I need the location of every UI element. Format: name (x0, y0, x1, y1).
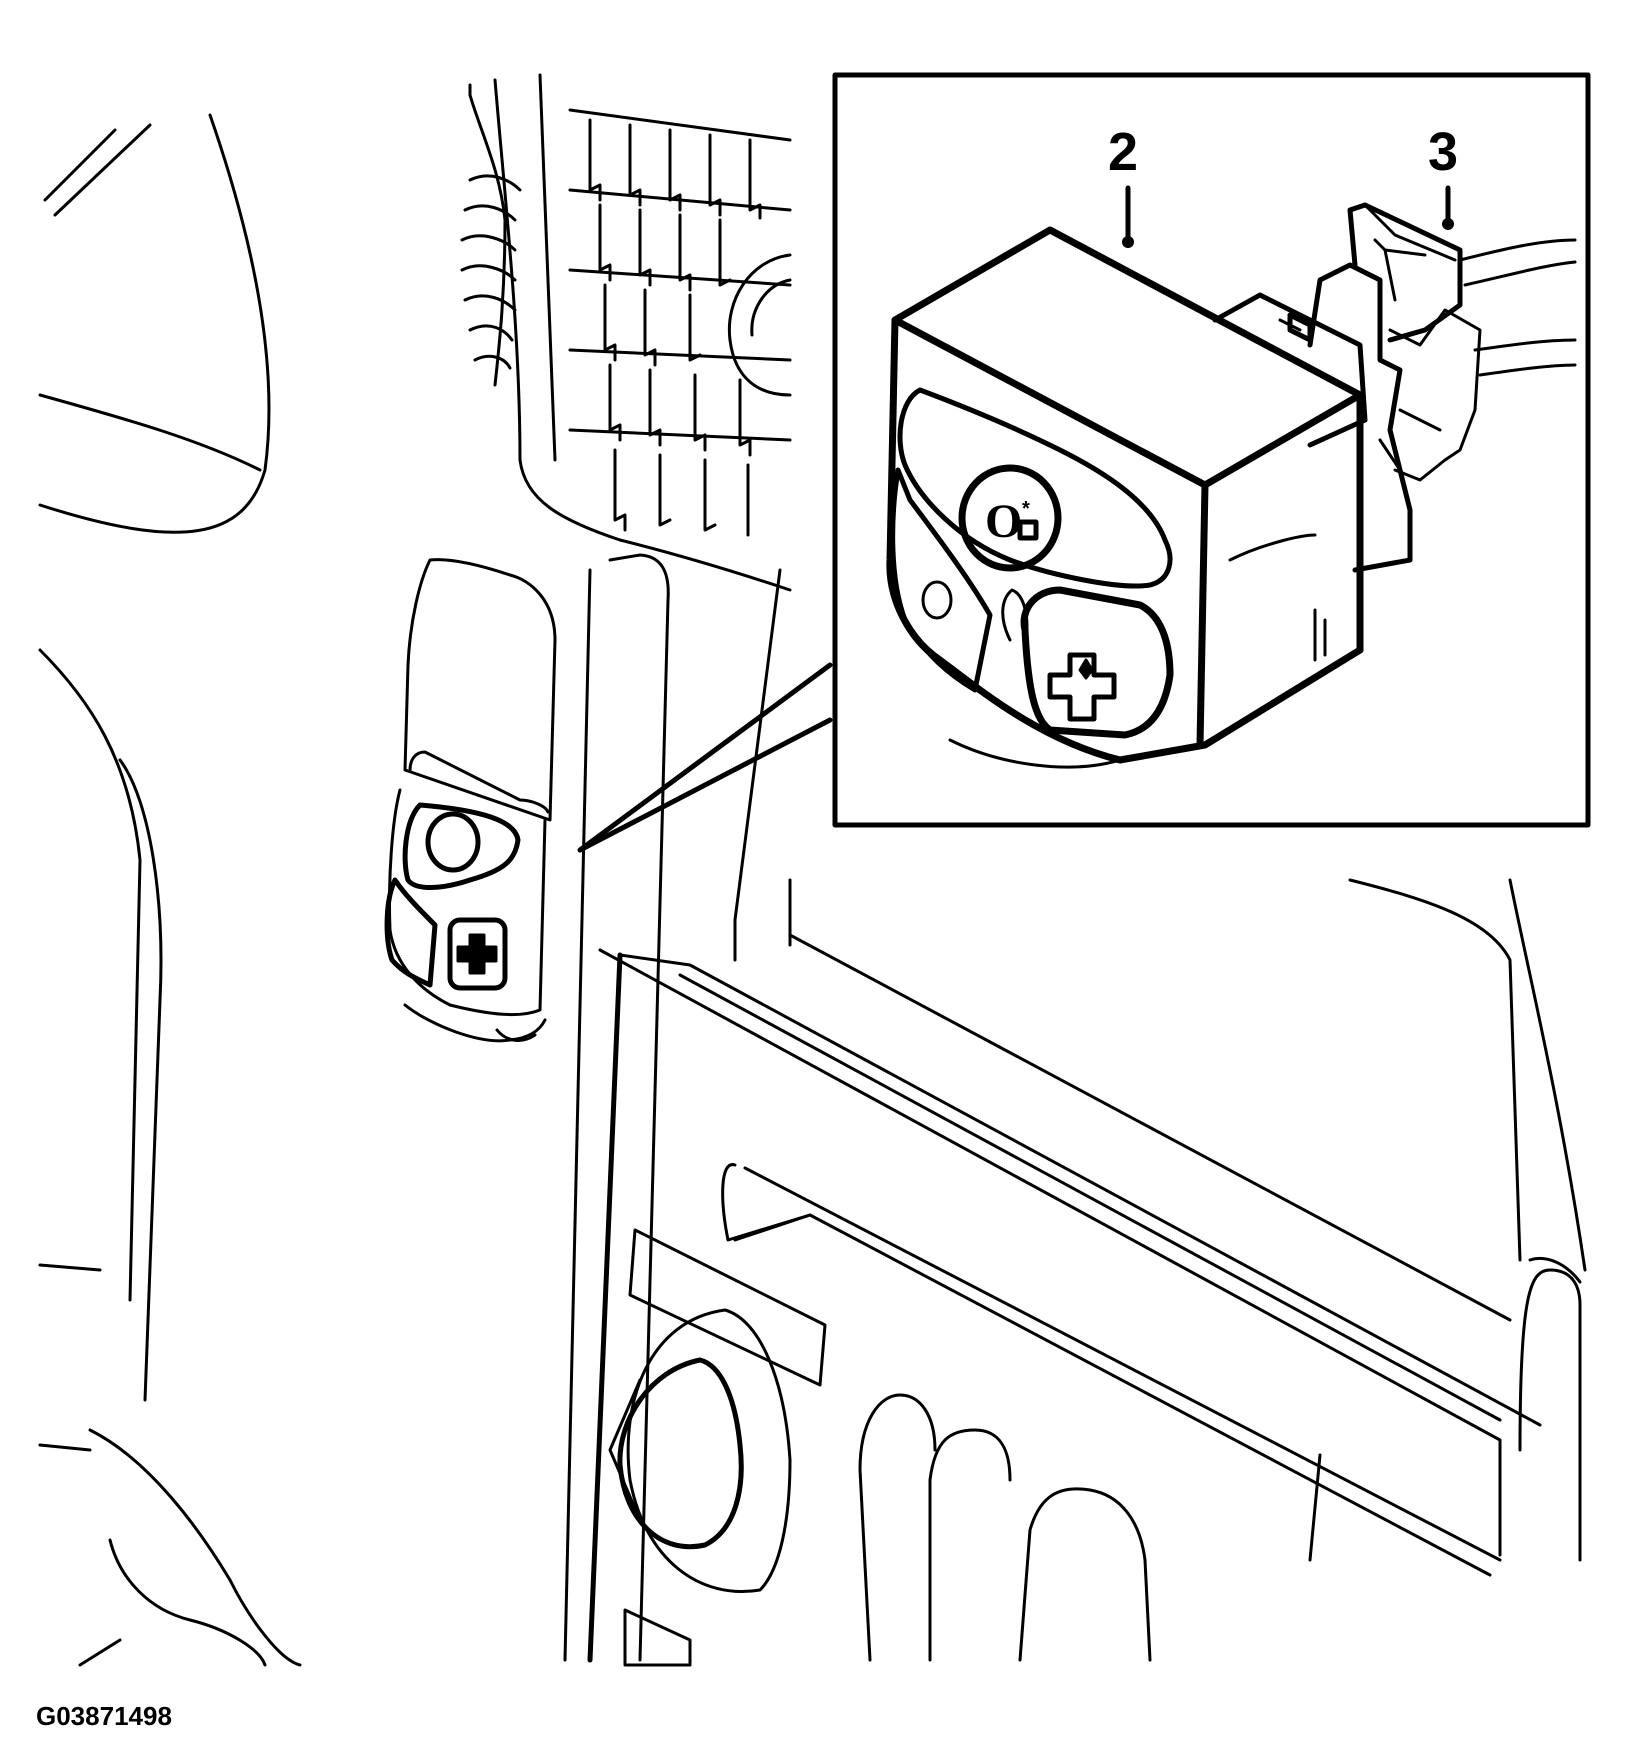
callout-2: 2 (1108, 122, 1138, 182)
wiring-connector (1212, 202, 1577, 573)
trip-computer-symbol-icon: O (985, 495, 1022, 548)
plus-button-icon (456, 933, 498, 975)
switch-housing: O * (886, 226, 1364, 769)
callout-labels: 2 3 (1108, 122, 1458, 248)
plus-button-icon (1047, 652, 1117, 722)
air-vent-grille (460, 73, 792, 592)
minus-button-icon (921, 580, 953, 620)
switch-installed (384, 558, 557, 1043)
callout-3: 3 (1428, 122, 1458, 182)
volume-knob (608, 1308, 792, 1593)
svg-text:*: * (1022, 498, 1030, 520)
dashboard-left-contours (38, 113, 302, 1667)
detail-callout-box: O * (577, 72, 1591, 853)
figure-id: G03871498 (36, 1701, 172, 1731)
center-console (563, 553, 1587, 1667)
